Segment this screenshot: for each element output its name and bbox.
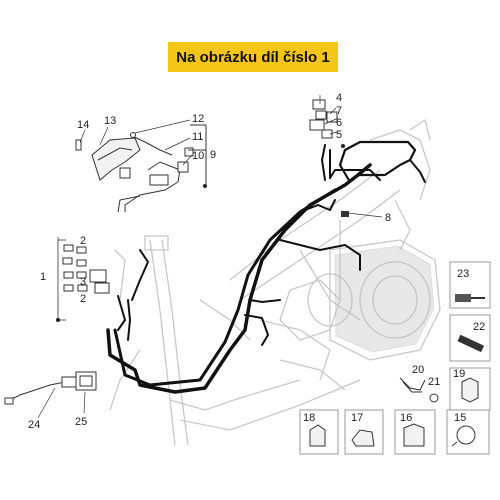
callout-1: 1 <box>40 271 46 283</box>
callout-22: 22 <box>473 321 485 333</box>
part-22-box <box>449 314 491 362</box>
callout-17: 17 <box>351 412 363 424</box>
part-21-bolt <box>429 393 439 403</box>
callout-21: 21 <box>428 376 440 388</box>
callout-13: 13 <box>104 115 116 127</box>
callout-16: 16 <box>400 412 412 424</box>
callout-12: 12 <box>192 113 204 125</box>
connector-group-left <box>62 244 110 294</box>
engine-block <box>334 245 435 353</box>
callout-18: 18 <box>303 412 315 424</box>
callout-9: 9 <box>210 149 216 161</box>
callout-14: 14 <box>77 119 89 131</box>
bracket-dot-left <box>56 318 60 322</box>
part-20-clip <box>399 377 426 393</box>
callout-6: 6 <box>336 117 342 129</box>
callout-3: 3 <box>80 276 86 288</box>
wiring-harness <box>106 140 426 394</box>
connector-plug-8 <box>341 211 349 217</box>
page-title: Na obrázku díl číslo 1 <box>176 48 330 66</box>
callout-8: 8 <box>385 212 391 224</box>
callout-11: 11 <box>192 131 203 143</box>
part-19-box <box>449 367 491 411</box>
callout-4: 4 <box>336 92 342 104</box>
callout-15: 15 <box>454 412 466 424</box>
connector-part-24 <box>4 376 77 405</box>
bracket-dot-4 <box>341 144 345 148</box>
callout-labels: 14 13 12 11 10 9 4 7 6 5 8 2 1 3 2 23 22… <box>28 92 485 431</box>
handlebar-bracket-assembly <box>75 124 207 213</box>
callout-2-bottom: 2 <box>80 293 86 305</box>
callout-20: 20 <box>412 364 424 376</box>
callout-23: 23 <box>457 268 469 280</box>
callout-7: 7 <box>336 105 342 117</box>
callout-24: 24 <box>28 419 40 431</box>
callout-5: 5 <box>336 129 342 141</box>
callout-10: 10 <box>192 150 204 162</box>
callout-2-top: 2 <box>80 235 86 247</box>
title-banner: Na obrázku díl číslo 1 <box>168 42 338 72</box>
part-23-box <box>449 261 491 309</box>
callout-19: 19 <box>453 368 465 380</box>
leader-lines-top <box>79 95 383 218</box>
callout-25: 25 <box>75 416 87 428</box>
top-connector-cluster <box>309 99 338 139</box>
bottom-part-shapes <box>309 423 476 447</box>
leader-lines-left <box>37 387 86 419</box>
connector-part-25 <box>75 371 97 391</box>
